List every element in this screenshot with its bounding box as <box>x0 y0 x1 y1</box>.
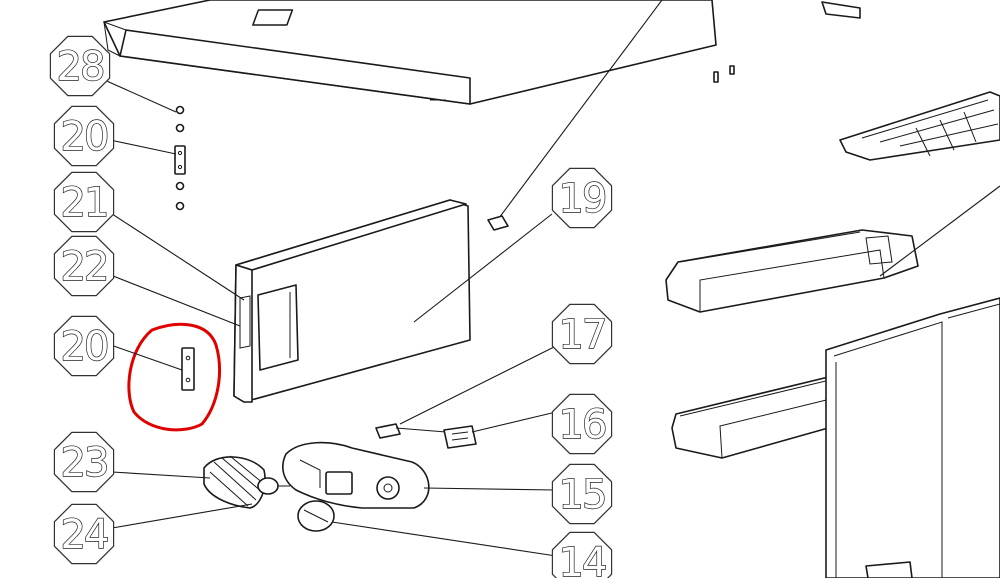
callout-15: 15 <box>551 463 613 525</box>
callout-number: 24 <box>61 512 108 558</box>
screw-pair <box>713 65 735 83</box>
callout-16: 16 <box>551 393 613 455</box>
callout-17: 17 <box>551 303 613 365</box>
callout-number: 15 <box>559 472 606 518</box>
door-switch <box>375 423 447 439</box>
callout-octagon <box>49 35 111 97</box>
callout-octagon <box>551 393 613 455</box>
callout-number: 22 <box>61 244 108 290</box>
door-shelf-upper <box>665 229 919 313</box>
callout-number: 20 <box>61 324 108 370</box>
thermostat-knob <box>297 500 335 532</box>
small-hinge-top <box>821 1 861 19</box>
hinge-bracket-upper <box>174 145 186 175</box>
callout-number: 23 <box>61 440 108 486</box>
callout-20: 20 <box>53 315 115 377</box>
callout-group: 28 20 21 22 20 23 24 19 17 16 15 14 <box>49 35 613 578</box>
callout-23: 23 <box>53 431 115 493</box>
callout-14: 14 <box>551 531 613 578</box>
callout-octagon <box>53 503 115 565</box>
callout-28: 28 <box>49 35 111 97</box>
callout-number: 20 <box>61 114 108 160</box>
hinge-bracket-lower <box>181 347 195 391</box>
callout-octagon <box>53 315 115 377</box>
callout-21: 21 <box>53 171 115 233</box>
callout-22: 22 <box>53 235 115 297</box>
switch-connector <box>443 425 477 449</box>
callout-number: 21 <box>61 180 108 226</box>
callout-octagon <box>551 463 613 525</box>
callout-20: 20 <box>53 105 115 167</box>
callout-19: 19 <box>551 167 613 229</box>
callout-24: 24 <box>53 503 115 565</box>
callout-number: 28 <box>57 44 104 90</box>
door-liner <box>825 297 1000 578</box>
red-highlight-circle <box>127 322 222 432</box>
callout-octagon <box>53 171 115 233</box>
callout-octagon <box>551 167 613 229</box>
callout-number: 19 <box>559 176 606 222</box>
upper-shelf-rack <box>839 91 1000 161</box>
lamp-bulb <box>257 477 290 495</box>
callout-octagon <box>53 235 115 297</box>
callout-octagon <box>53 431 115 493</box>
callout-octagon <box>551 303 613 365</box>
thermostat-housing <box>282 441 430 509</box>
leader-lines <box>99 0 1000 557</box>
callout-octagon <box>53 105 115 167</box>
top-cover-panel <box>103 0 717 105</box>
callout-octagon <box>551 531 613 578</box>
callout-number: 17 <box>559 312 606 358</box>
screw-set <box>175 105 185 211</box>
callout-number: 16 <box>559 402 606 448</box>
freezer-door-panel <box>233 199 471 403</box>
lamp-cover <box>203 455 266 509</box>
callout-number: 14 <box>559 540 606 578</box>
